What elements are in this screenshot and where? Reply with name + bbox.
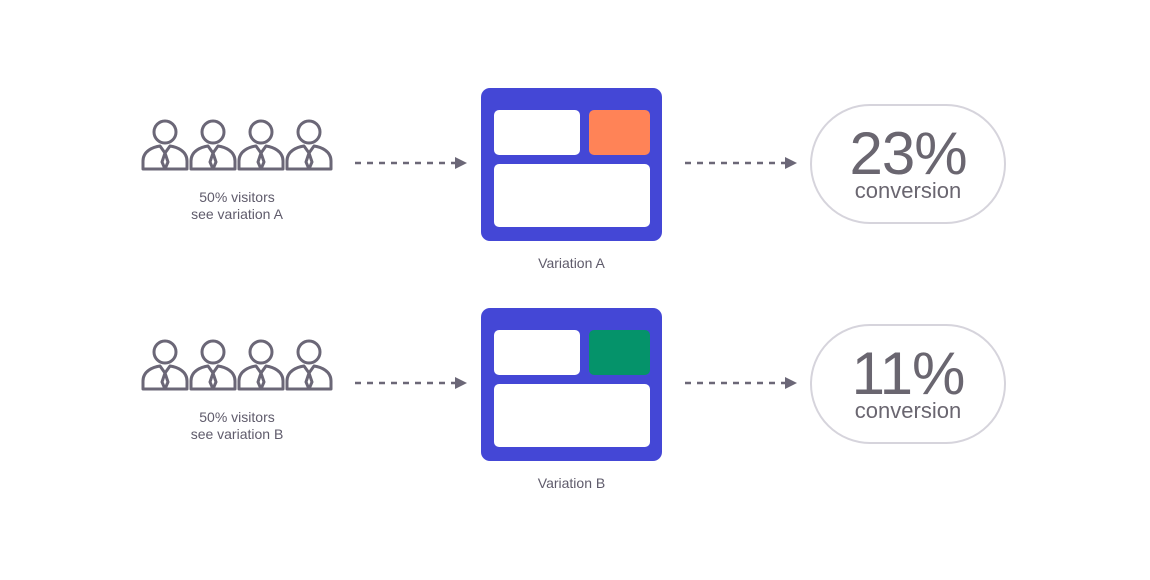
conversion-label: conversion	[854, 398, 962, 423]
person-icon	[237, 339, 285, 391]
visitors-share-text: 50% visitors	[199, 189, 275, 205]
visitors-variation-text: see variation A	[191, 206, 283, 222]
visitors-group-a	[140, 117, 336, 173]
conversion-pill-a: 23% conversion	[810, 104, 1006, 224]
variation-b-row: 50% visitors see variation B Variation B…	[0, 305, 1150, 505]
person-icon	[285, 339, 333, 391]
conversion-value: 11%	[851, 340, 966, 407]
person-icon	[189, 339, 237, 391]
visitors-caption-b: 50% visitors see variation B	[137, 409, 337, 443]
page-block-header	[494, 330, 580, 375]
visitors-share-text: 50% visitors	[199, 409, 275, 425]
page-block-accent-b	[589, 330, 650, 375]
conversion-label: conversion	[854, 178, 962, 203]
page-mockup-b	[481, 308, 662, 461]
person-icon	[189, 119, 237, 171]
person-icon	[285, 119, 333, 171]
variation-a-row: 50% visitors see variation A Variation A…	[0, 85, 1150, 285]
visitors-group-b	[140, 337, 336, 393]
page-block-content	[494, 384, 650, 447]
conversion-value: 23%	[849, 120, 967, 187]
person-icon	[141, 119, 189, 171]
conversion-pill-b: 11% conversion	[810, 324, 1006, 444]
variation-label-a: Variation A	[538, 255, 605, 271]
dashed-arrow-icon	[685, 377, 797, 389]
dashed-arrow-icon	[355, 377, 467, 389]
visitors-variation-text: see variation B	[190, 426, 284, 442]
page-block-header	[494, 110, 580, 155]
page-mockup-a	[481, 88, 662, 241]
variation-label-b: Variation B	[537, 475, 606, 491]
visitors-caption-a: 50% visitors see variation A	[137, 189, 337, 223]
page-block-content	[494, 164, 650, 227]
dashed-arrow-icon	[685, 157, 797, 169]
person-icon	[141, 339, 189, 391]
dashed-arrow-icon	[355, 157, 467, 169]
person-icon	[237, 119, 285, 171]
page-block-accent-a	[589, 110, 650, 155]
